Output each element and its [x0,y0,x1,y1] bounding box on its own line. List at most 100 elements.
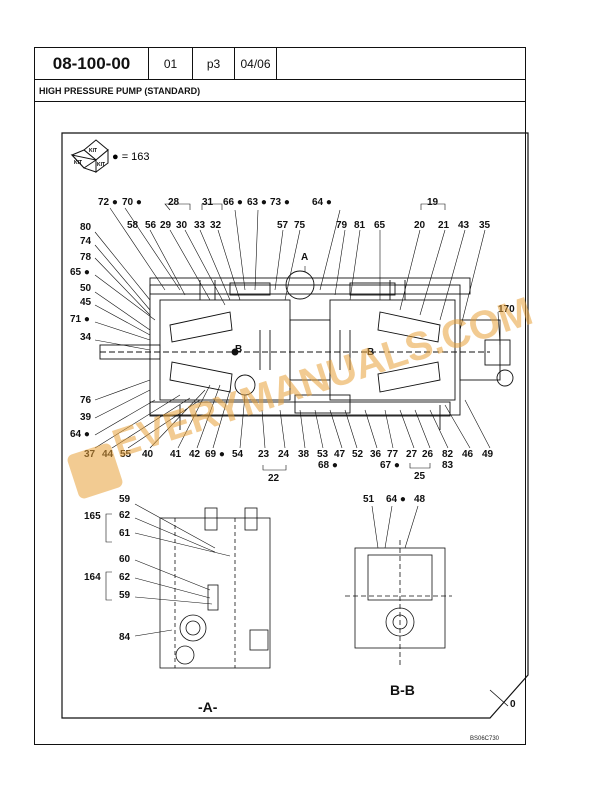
view-a-callouts: 59 165 62 61 60 164 62 59 84 -A- [84,494,218,715]
section-mark-b: B [235,344,242,355]
callout: 71 ● [70,314,90,325]
doc-date: 04/06 [235,48,277,79]
callout: 66 ● [223,197,243,208]
kit-label-left: KIT [74,160,82,166]
callout: 72 ● [98,197,118,208]
callout: 61 [119,528,131,539]
callout: 63 ● [247,197,267,208]
callout: 82 [442,449,454,460]
callout: 80 [80,222,92,233]
callout: 84 [119,632,131,643]
callout: 25 [414,471,426,482]
callout: 23 [258,449,270,460]
callout: 48 [414,494,426,505]
callout: 73 ● [270,197,290,208]
callout: 50 [80,283,92,294]
bottom-callouts: 37 44 55 40 41 42 69 ● 54 23 24 38 53 47… [84,449,494,484]
callout: 41 [170,449,182,460]
callout: A [301,252,308,263]
view-a [105,503,271,669]
callout: 40 [142,449,154,460]
kit-icon: KIT KIT KIT ● = 163 [70,139,150,173]
callout: 39 [80,412,92,423]
callout: 77 [387,449,399,460]
callout: 36 [370,449,382,460]
callout: 32 [210,220,222,231]
callout: 65 [374,220,386,231]
callout: 68 ● [318,460,338,471]
callout: 38 [298,449,310,460]
callout: 62 [119,572,131,583]
callout: 52 [352,449,364,460]
callout: 45 [80,297,92,308]
callout: 165 [84,511,101,522]
watermark-logo [67,443,123,499]
callout: 43 [458,220,470,231]
kit-label-top: KIT [89,148,97,154]
callout: 69 ● [205,449,225,460]
callout: 29 [160,220,172,231]
callout: 81 [354,220,366,231]
callout: 46 [462,449,474,460]
leader-lines [94,203,501,471]
callout: 78 [80,252,92,263]
callout: 19 [427,197,439,208]
diagram-frame [34,102,526,745]
callout: 164 [84,572,101,583]
callout: 53 [317,449,329,460]
callout: 31 [202,197,214,208]
callout: 49 [482,449,494,460]
callout: 27 [406,449,418,460]
callout: 65 ● [70,267,90,278]
left-callouts: 80 74 78 65 ● 50 45 71 ● 34 76 39 64 ● [70,222,92,440]
callout: 76 [80,395,92,406]
view-bb [345,505,452,665]
watermark-text: EVERYMANUALS.COM [107,289,538,466]
view-bb-callouts: 51 64 ● 48 B-B [363,494,426,698]
callout: 60 [119,554,131,565]
callout: 74 [80,236,92,247]
callout: 47 [334,449,346,460]
callout: 56 [145,220,157,231]
callout: 55 [120,449,132,460]
section-mark-b: B [367,347,374,358]
callout: 20 [414,220,426,231]
callout: 64 ● [386,494,406,505]
callout: 30 [176,220,188,231]
callout: 26 [422,449,434,460]
inner-frame [61,132,529,719]
callout: 64 ● [70,429,90,440]
section-title: HIGH PRESSURE PUMP (STANDARD) [34,80,526,102]
sheet-number: 0 [510,699,516,710]
callout: 21 [438,220,450,231]
callout: 70 ● [122,197,142,208]
callout: 51 [363,494,375,505]
callout: 42 [189,449,201,460]
callout: 34 [80,332,92,343]
revision: 01 [149,48,193,79]
callout: 59 [119,494,131,505]
callout: 83 [442,460,454,471]
callout: 22 [268,473,280,484]
callout: 79 [336,220,348,231]
callout: 59 [119,590,131,601]
doc-number: 08-100-00 [35,48,149,79]
callout: 33 [194,220,206,231]
callout: 57 [277,220,289,231]
callout: 67 ● [380,460,400,471]
callout: 35 [479,220,491,231]
callout: 54 [232,449,244,460]
callout: 170 [498,304,515,315]
right-callouts: 170 B B [235,304,515,358]
callout: 75 [294,220,306,231]
callout: 62 [119,510,131,521]
callout: 64 ● [312,197,332,208]
header-row: 08-100-00 01 p3 04/06 [34,47,526,80]
kit-label-right: KIT [97,162,105,168]
kit-legend: ● = 163 [112,151,150,163]
callout: 24 [278,449,290,460]
callout: 58 [127,220,139,231]
callout: 28 [168,197,180,208]
